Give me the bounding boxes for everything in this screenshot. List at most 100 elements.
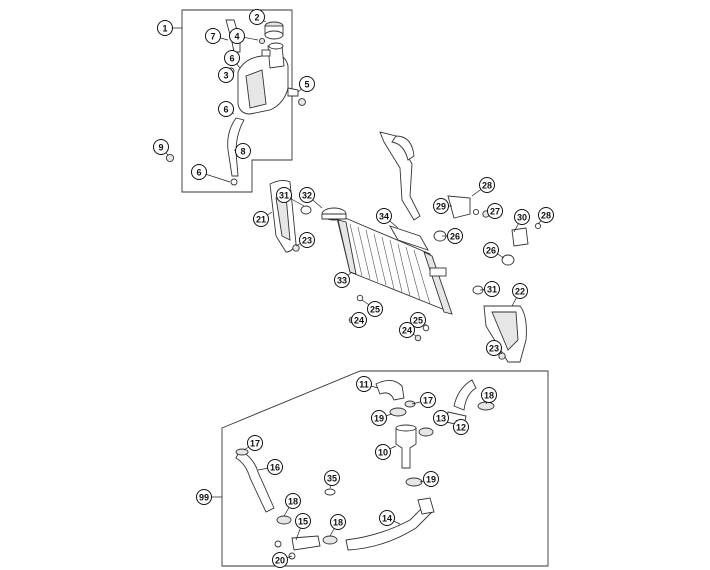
callout-label: 17 (250, 439, 260, 449)
callout-label: 2 (254, 13, 259, 23)
callout-label: 26 (450, 232, 460, 242)
callout-30: 30 (514, 209, 530, 225)
callout-26: 26 (483, 242, 499, 258)
callout-circle (218, 67, 234, 83)
callout-label: 33 (337, 276, 347, 286)
callout-label: 15 (298, 517, 308, 527)
callout-circle (276, 187, 292, 203)
callout-circle (299, 187, 315, 203)
callout-circle (157, 20, 173, 36)
callout-circle (324, 470, 340, 486)
callout-circle (538, 207, 554, 223)
callout-label: 5 (304, 80, 309, 90)
callout-23: 23 (299, 232, 315, 248)
callout-13: 13 (433, 410, 449, 426)
callout-label: 10 (378, 448, 388, 458)
callout-circle (153, 139, 169, 155)
callout-28: 28 (538, 207, 554, 223)
callout-circle (272, 552, 288, 568)
callout-16: 16 (267, 459, 283, 475)
callout-22: 22 (512, 283, 528, 299)
callout-19: 19 (371, 410, 387, 426)
callout-18: 18 (481, 387, 497, 403)
callout-label: 8 (240, 147, 245, 157)
callout-circle (375, 444, 391, 460)
callout-circle (433, 410, 449, 426)
callout-label: 6 (223, 105, 228, 115)
callout-label: 3 (223, 71, 228, 81)
callout-circle (484, 281, 500, 297)
callout-2: 2 (249, 9, 265, 25)
callout-label: 4 (234, 32, 239, 42)
callout-label: 7 (210, 32, 215, 42)
callout-label: 23 (302, 236, 312, 246)
callout-circle (285, 493, 301, 509)
radiator (335, 213, 453, 315)
callout-circle (371, 410, 387, 426)
callout-31: 31 (484, 281, 500, 297)
callout-circle (512, 283, 528, 299)
callout-6: 6 (191, 164, 207, 180)
callout-label: 27 (490, 207, 500, 217)
callout-circle (267, 459, 283, 475)
callout-circle (229, 28, 245, 44)
callout-circle (399, 322, 415, 338)
callout-label: 18 (288, 497, 298, 507)
group-1-outline (181, 9, 293, 193)
callout-circle (433, 198, 449, 214)
callout-31: 31 (276, 187, 292, 203)
callout-label: 99 (199, 493, 209, 503)
callout-circle (453, 419, 469, 435)
callout-circle (487, 203, 503, 219)
callout-circle (351, 312, 367, 328)
callout-3: 3 (218, 67, 234, 83)
callout-circle (486, 340, 502, 356)
callout-circle (235, 143, 251, 159)
callout-label: 18 (333, 518, 343, 528)
callout-circle (514, 209, 530, 225)
callout-circle (299, 76, 315, 92)
callout-35: 35 (324, 470, 340, 486)
callout-label: 6 (196, 168, 201, 178)
tank-cap (264, 21, 284, 40)
radiator-cap (321, 207, 347, 221)
callout-11: 11 (356, 376, 372, 392)
callout-label: 13 (436, 414, 446, 424)
callout-circle (376, 208, 392, 224)
callout-18: 18 (285, 493, 301, 509)
radiator-fasteners (292, 208, 542, 360)
callout-circle (247, 435, 263, 451)
callout-label: 26 (486, 246, 496, 256)
callout-circle (330, 514, 346, 530)
callout-19: 19 (423, 471, 439, 487)
callout-12: 12 (453, 419, 469, 435)
callout-circle (483, 242, 499, 258)
callout-label: 21 (256, 215, 266, 225)
callout-32: 32 (299, 187, 315, 203)
callout-label: 14 (382, 514, 392, 524)
callout-label: 19 (426, 475, 436, 485)
callout-label: 23 (489, 344, 499, 354)
callout-33: 33 (334, 272, 350, 288)
callout-8: 8 (235, 143, 251, 159)
callout-99: 99 (196, 489, 212, 505)
callout-label: 31 (279, 191, 289, 201)
callout-label: 25 (370, 305, 380, 315)
callout-34: 34 (376, 208, 392, 224)
callout-circle (224, 50, 240, 66)
callout-25: 25 (410, 312, 426, 328)
expansion-tank (237, 42, 299, 115)
group-99-outline (221, 370, 549, 567)
callout-label: 11 (359, 380, 369, 390)
callout-label: 34 (379, 212, 389, 222)
callout-label: 12 (456, 423, 466, 433)
rubber-grommets (300, 205, 515, 295)
callout-label: 31 (487, 285, 497, 295)
callout-circle (479, 177, 495, 193)
callout-circle (379, 510, 395, 526)
callout-15: 15 (295, 513, 311, 529)
callout-26: 26 (447, 228, 463, 244)
callout-7: 7 (205, 28, 221, 44)
callout-circle (253, 211, 269, 227)
